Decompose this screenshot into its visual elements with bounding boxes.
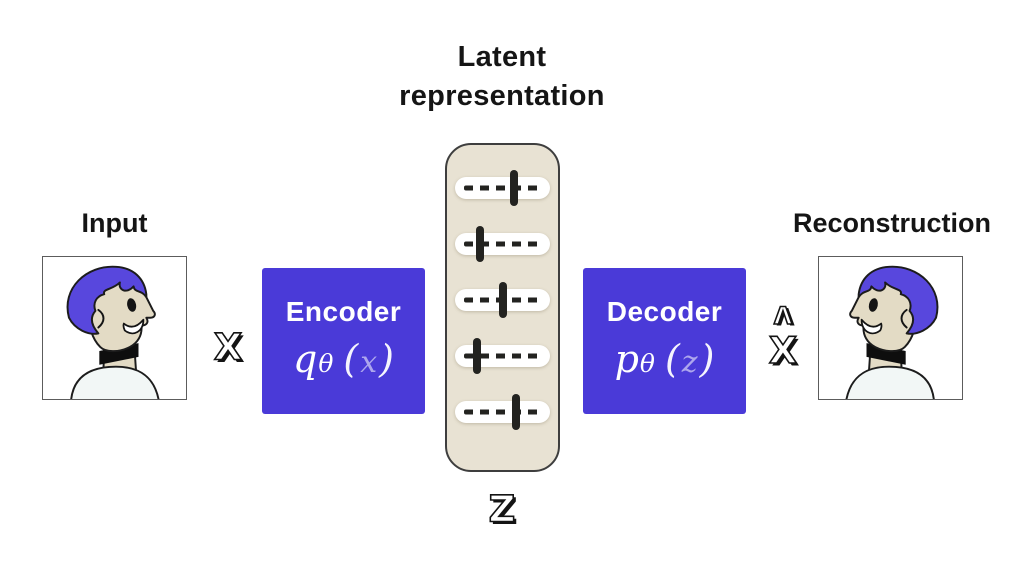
decoder-formula-letter: p: [614, 336, 639, 381]
encoder-formula: q θ ( x ): [293, 337, 394, 386]
slider-dashed-line: [464, 185, 541, 191]
svg-text:Z: Z: [489, 487, 516, 530]
svg-text:X: X: [771, 332, 799, 370]
slider-handle: [509, 170, 518, 206]
slider-handle: [511, 394, 520, 430]
slider-handle: [499, 282, 508, 318]
encoder-label: Encoder: [285, 295, 402, 327]
svg-text:X: X: [214, 325, 242, 368]
decoder-formula: p θ ( z ): [615, 337, 715, 386]
latent-slider-track: [455, 282, 550, 318]
latent-slider-track: [455, 170, 550, 206]
decoder-formula-open-paren: (: [664, 336, 680, 381]
encoder-block: Encoder q θ ( x ): [262, 268, 425, 414]
reconstruction-image-box: [818, 256, 963, 400]
decoder-formula-variable: z: [681, 344, 698, 380]
x-symbol: X X: [213, 324, 245, 370]
svg-text:Λ: Λ: [774, 302, 793, 330]
latent-slider-track: [455, 338, 550, 374]
latent-representation-title: Latent representation: [332, 38, 672, 116]
slider-dashed-line: [464, 353, 541, 359]
latent-sliders: [447, 170, 558, 430]
input-image-box: [42, 256, 187, 400]
svg-text:Λ: Λ: [777, 304, 796, 332]
latent-slider-track: [455, 226, 550, 262]
title-line-2: representation: [399, 80, 605, 112]
encoder-formula-letter: q: [293, 336, 318, 381]
input-face-illustration: [66, 265, 161, 399]
encoder-formula-variable: x: [360, 344, 378, 380]
decoder-formula-theta: θ: [639, 348, 655, 378]
decoder-formula-close-paren: ): [699, 336, 715, 381]
slider-dashed-line: [464, 241, 541, 247]
slider-handle: [472, 338, 481, 374]
reconstruction-face-illustration: [844, 265, 939, 399]
input-label: Input: [81, 208, 148, 238]
x-hat-symbol: Λ Λ X X: [768, 302, 800, 370]
slider-handle: [475, 226, 484, 262]
svg-text:Z: Z: [491, 490, 518, 532]
title-line-1: Latent: [457, 41, 547, 73]
slider-dashed-line: [464, 409, 541, 415]
encoder-formula-close-paren: ): [379, 336, 394, 381]
decoder-label: Decoder: [606, 295, 723, 327]
reconstruction-label: Reconstruction: [793, 208, 992, 238]
z-symbol: Z Z: [488, 486, 518, 532]
svg-text:X: X: [769, 329, 797, 370]
encoder-formula-open-paren: (: [343, 336, 359, 381]
latent-representation-panel: [445, 143, 560, 472]
encoder-formula-theta: θ: [318, 348, 334, 378]
svg-text:X: X: [216, 328, 244, 370]
latent-slider-track: [455, 394, 550, 430]
decoder-block: Decoder p θ ( z ): [583, 268, 746, 414]
